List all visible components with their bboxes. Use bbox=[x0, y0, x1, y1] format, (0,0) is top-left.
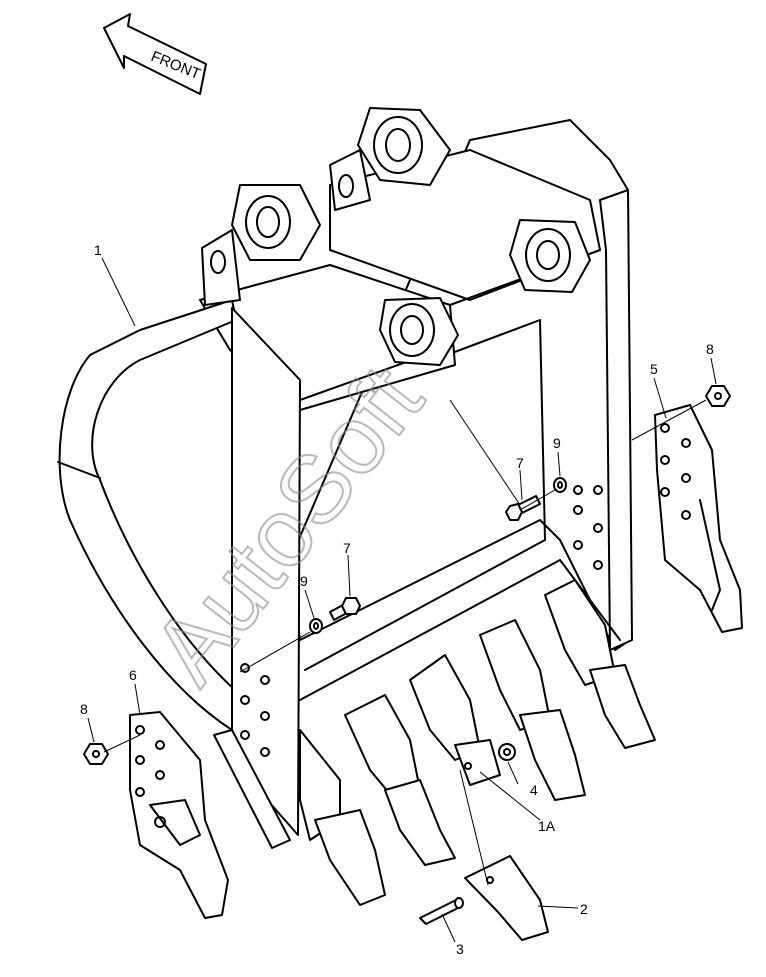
pin-bosses bbox=[201, 107, 591, 366]
washer-upper bbox=[553, 477, 567, 493]
tooth-5 bbox=[544, 579, 656, 749]
callout-3: 3 bbox=[456, 941, 464, 957]
pin-boss-lower-left bbox=[379, 297, 459, 366]
callouts: 1 1A 2 3 4 5 6 7 7 8 8 9 9 bbox=[80, 242, 714, 957]
side-cutter-left bbox=[129, 711, 229, 919]
pin-boss-upper-left bbox=[231, 184, 321, 261]
pin-boss-upper-right bbox=[357, 107, 451, 186]
callout-6: 6 bbox=[129, 667, 137, 683]
front-arrow: FRONT bbox=[103, 13, 207, 95]
leader-lines bbox=[87, 257, 717, 943]
tooth-1 bbox=[299, 729, 386, 906]
tooth-3 bbox=[409, 654, 501, 786]
tooth-point-exploded bbox=[464, 855, 549, 941]
side-cutter-right bbox=[654, 404, 743, 633]
tooth-2 bbox=[344, 694, 456, 866]
callout-9-upper: 9 bbox=[553, 435, 561, 451]
callout-4: 4 bbox=[530, 782, 538, 798]
callout-7-lower: 7 bbox=[343, 540, 351, 556]
callout-8-left: 8 bbox=[80, 701, 88, 717]
right-plate-holes bbox=[573, 485, 603, 570]
bolt-lower bbox=[329, 597, 361, 621]
bucket-body bbox=[57, 119, 633, 849]
callout-2: 2 bbox=[580, 901, 588, 917]
callout-9-lower: 9 bbox=[300, 573, 308, 589]
callout-7-upper: 7 bbox=[516, 455, 524, 471]
callout-8-right: 8 bbox=[706, 341, 714, 357]
nut-left bbox=[83, 743, 109, 765]
bucket-teeth bbox=[299, 579, 656, 906]
left-plate-holes bbox=[240, 663, 270, 757]
callout-5: 5 bbox=[650, 361, 658, 377]
washer-lower bbox=[309, 618, 323, 634]
retaining-pin bbox=[419, 897, 464, 925]
nut-right bbox=[705, 385, 731, 407]
tooth-4 bbox=[479, 619, 586, 801]
pin-boss-lower-right bbox=[509, 219, 591, 293]
callout-1: 1 bbox=[94, 242, 102, 258]
callout-1a: 1A bbox=[538, 818, 556, 834]
lock-washer bbox=[498, 743, 516, 761]
